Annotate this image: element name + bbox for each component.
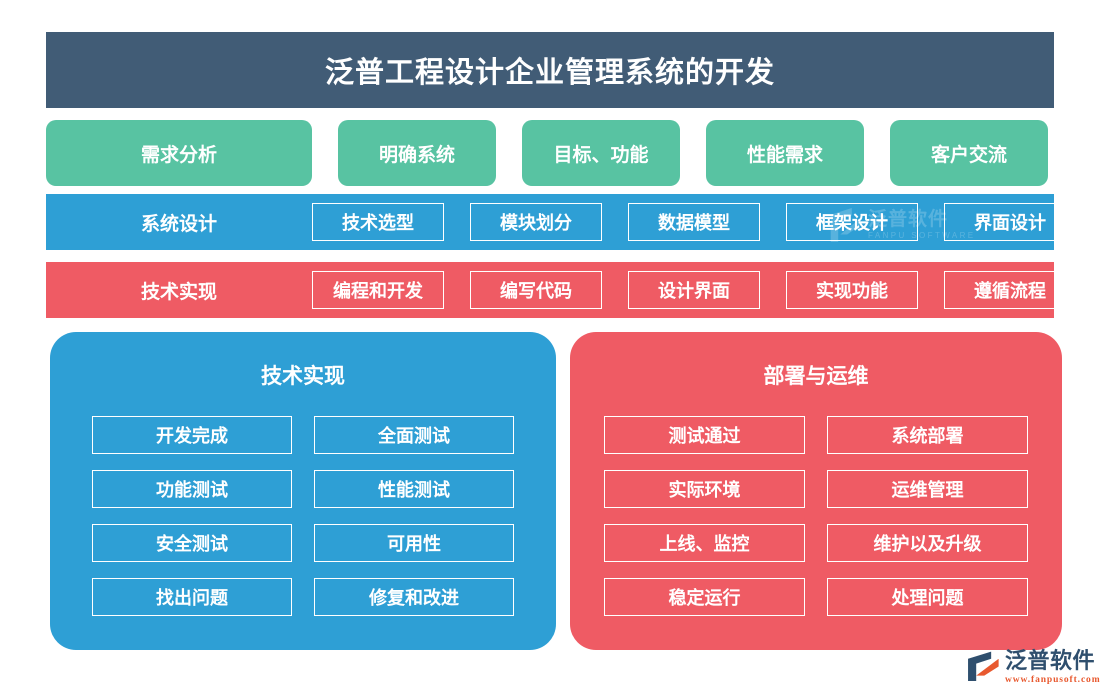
page-title: 泛普工程设计企业管理系统的开发 — [324, 57, 775, 89]
requirement-pill-label: 目标、功能 — [553, 144, 649, 166]
implementation-band-label: 技术实现 — [140, 281, 217, 303]
implementation-item-2[interactable]: 设计界面 — [628, 271, 760, 309]
ops-card-item-label: 测试通过 — [668, 426, 741, 446]
design-band: 系统设计 技术选型 模块划分 数据模型 框架设计 界面设计 — [46, 194, 1076, 250]
implementation-item-1[interactable]: 编写代码 — [470, 271, 602, 309]
requirement-pill-2[interactable]: 目标、功能 — [522, 120, 680, 186]
tech-card-item-2[interactable]: 功能测试 — [92, 470, 292, 508]
tech-card-item-label: 找出问题 — [156, 588, 228, 608]
tech-card-item-label: 功能测试 — [156, 480, 228, 500]
implementation-item-label: 编程和开发 — [333, 281, 423, 301]
ops-card-item-2[interactable]: 实际环境 — [604, 470, 805, 508]
ops-card-item-1[interactable]: 系统部署 — [827, 416, 1028, 454]
tech-implementation-card: 技术实现 开发完成 全面测试 功能测试 性能测试 安全测试 可用性 找出问题 — [50, 332, 556, 650]
implementation-item-label: 遵循流程 — [974, 281, 1046, 301]
tech-card-item-7[interactable]: 修复和改进 — [314, 578, 514, 616]
tech-card-item-label: 修复和改进 — [369, 588, 459, 608]
implementation-item-3[interactable]: 实现功能 — [786, 271, 918, 309]
design-item-label: 框架设计 — [816, 213, 888, 233]
design-item-2[interactable]: 数据模型 — [628, 203, 760, 241]
tech-card-item-1[interactable]: 全面测试 — [314, 416, 514, 454]
ops-card-item-7[interactable]: 处理问题 — [827, 578, 1028, 616]
design-item-label: 模块划分 — [500, 213, 572, 233]
ops-card-item-label: 上线、监控 — [659, 534, 750, 554]
requirement-pill-label: 需求分析 — [140, 144, 217, 166]
tech-card-item-5[interactable]: 可用性 — [314, 524, 514, 562]
tech-card-item-0[interactable]: 开发完成 — [92, 416, 292, 454]
tech-card-item-3[interactable]: 性能测试 — [314, 470, 514, 508]
requirement-pill-4[interactable]: 客户交流 — [890, 120, 1048, 186]
deployment-ops-card: 部署与运维 测试通过 系统部署 实际环境 运维管理 上线、监控 维护以及升级 稳… — [570, 332, 1062, 650]
requirement-pill-label: 客户交流 — [930, 144, 1007, 166]
tech-card-item-label: 安全测试 — [156, 534, 228, 554]
implementation-item-label: 设计界面 — [658, 281, 730, 301]
implementation-band: 技术实现 编程和开发 编写代码 设计界面 实现功能 遵循流程 — [46, 262, 1076, 318]
ops-card-item-label: 运维管理 — [891, 480, 964, 500]
ops-card-item-4[interactable]: 上线、监控 — [604, 524, 805, 562]
tech-implementation-card-grid: 开发完成 全面测试 功能测试 性能测试 安全测试 可用性 找出问题 修复和改进 — [50, 416, 556, 616]
implementation-item-label: 实现功能 — [816, 281, 888, 301]
tech-implementation-card-title: 技术实现 — [261, 365, 345, 388]
requirement-row: 需求分析 明确系统 目标、功能 性能需求 客户交流 — [46, 120, 1054, 186]
tech-card-item-4[interactable]: 安全测试 — [92, 524, 292, 562]
tech-card-item-label: 性能测试 — [378, 480, 450, 500]
ops-card-item-0[interactable]: 测试通过 — [604, 416, 805, 454]
implementation-item-label: 编写代码 — [500, 281, 572, 301]
requirement-pill-0[interactable]: 需求分析 — [46, 120, 312, 186]
design-item-label: 数据模型 — [658, 213, 730, 233]
implementation-item-0[interactable]: 编程和开发 — [312, 271, 444, 309]
ops-card-item-label: 实际环境 — [668, 480, 741, 500]
tech-card-item-label: 开发完成 — [156, 426, 228, 446]
logo-url: www.fanpusoft.com — [1005, 675, 1100, 685]
requirement-pill-1[interactable]: 明确系统 — [338, 120, 496, 186]
tech-card-item-label: 全面测试 — [378, 426, 450, 446]
design-item-label: 技术选型 — [342, 213, 414, 233]
ops-card-item-5[interactable]: 维护以及升级 — [827, 524, 1028, 562]
ops-card-item-label: 处理问题 — [891, 588, 964, 608]
deployment-ops-card-grid: 测试通过 系统部署 实际环境 运维管理 上线、监控 维护以及升级 稳定运行 处理… — [570, 416, 1062, 616]
page-title-banner: 泛普工程设计企业管理系统的开发 — [46, 32, 1054, 108]
deployment-ops-card-title: 部署与运维 — [763, 365, 869, 388]
ops-card-item-label: 系统部署 — [891, 426, 964, 446]
design-item-3[interactable]: 框架设计 — [786, 203, 918, 241]
design-band-label: 系统设计 — [140, 213, 217, 235]
implementation-item-4[interactable]: 遵循流程 — [944, 271, 1076, 309]
fanpu-brand-icon — [966, 651, 1000, 681]
design-item-0[interactable]: 技术选型 — [312, 203, 444, 241]
fanpu-logo[interactable]: 泛普软件 www.fanpusoft.com — [966, 650, 1100, 686]
design-item-4[interactable]: 界面设计 — [944, 203, 1076, 241]
requirement-pill-label: 性能需求 — [746, 144, 823, 166]
ops-card-item-label: 维护以及升级 — [873, 534, 982, 554]
design-item-label: 界面设计 — [974, 213, 1046, 233]
ops-card-item-6[interactable]: 稳定运行 — [604, 578, 805, 616]
requirement-pill-3[interactable]: 性能需求 — [706, 120, 864, 186]
tech-card-item-label: 可用性 — [387, 534, 441, 554]
logo-name-cn: 泛普软件 — [1005, 648, 1096, 673]
design-item-1[interactable]: 模块划分 — [470, 203, 602, 241]
tech-card-item-6[interactable]: 找出问题 — [92, 578, 292, 616]
design-band-items: 技术选型 模块划分 数据模型 框架设计 界面设计 — [312, 203, 1076, 241]
ops-card-item-3[interactable]: 运维管理 — [827, 470, 1028, 508]
implementation-band-items: 编程和开发 编写代码 设计界面 实现功能 遵循流程 — [312, 271, 1076, 309]
ops-card-item-label: 稳定运行 — [668, 588, 741, 608]
requirement-pill-label: 明确系统 — [378, 144, 455, 166]
